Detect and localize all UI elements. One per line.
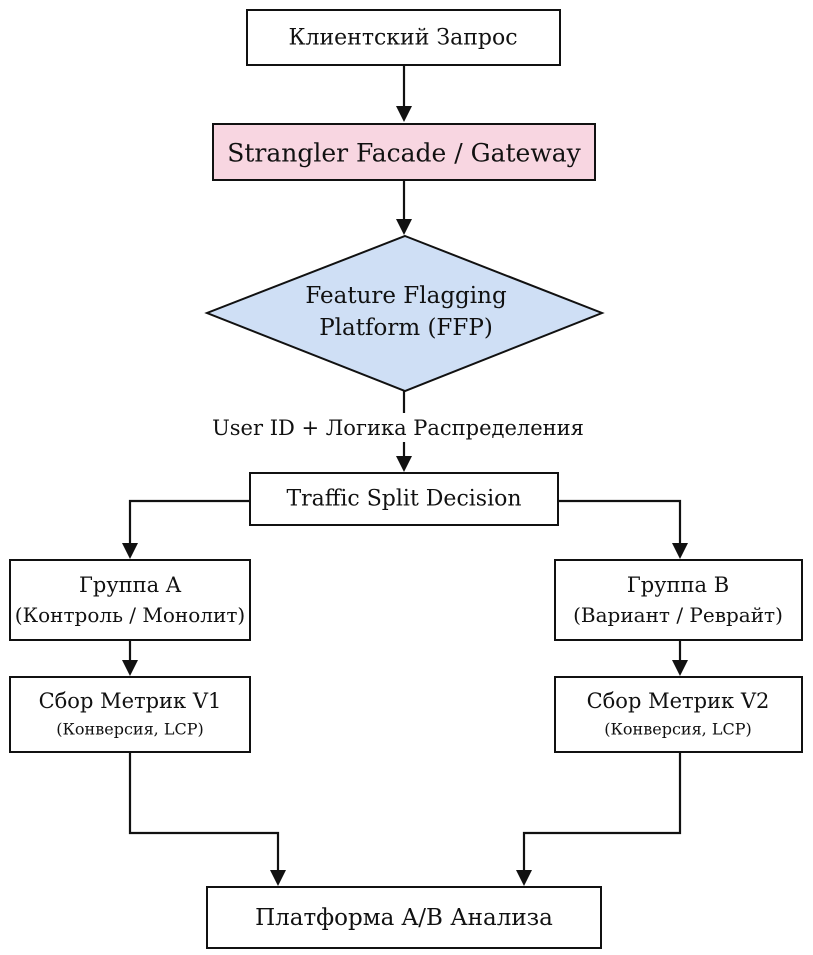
client-request-box [246, 9, 561, 66]
group-a-box [9, 559, 251, 641]
ab-platform-label: Платформа A/B Анализа [255, 905, 553, 931]
ffp-diamond [204, 234, 605, 393]
arrowhead-icon [396, 219, 412, 235]
facade-box [212, 123, 596, 181]
split-label: Traffic Split Decision [286, 487, 521, 512]
metrics-v1-node: Сбор Метрик V1 (Конверсия, LCP) [9, 676, 251, 753]
group-a-title: Группа A [79, 573, 182, 597]
metrics-v1-title: Сбор Метрик V1 [39, 689, 222, 713]
metrics-v2-box [554, 676, 803, 753]
group-b-box [554, 559, 803, 641]
ab-platform-node: Платформа A/B Анализа [206, 886, 602, 949]
arrowhead-icon [396, 456, 412, 472]
group-b-subtitle: (Вариант / Реврайт) [573, 603, 783, 627]
edge-metrics-v2-to-platform [522, 752, 682, 874]
group-a-subtitle: (Контроль / Монолит) [15, 603, 245, 627]
split-box [249, 472, 559, 526]
metrics-v1-subtitle: (Конверсия, LCP) [56, 720, 203, 739]
metrics-v2-node: Сбор Метрик V2 (Конверсия, LCP) [554, 676, 803, 753]
arrowhead-icon [396, 106, 412, 122]
metrics-v2-title: Сбор Метрик V2 [587, 689, 770, 713]
edge-metrics-v1-to-platform [128, 752, 280, 874]
connectors [122, 65, 688, 886]
client-request-label: Клиентский Запрос [288, 26, 517, 51]
split-node: Traffic Split Decision [249, 472, 559, 526]
arrowhead-icon [672, 543, 688, 559]
client-request-node: Клиентский Запрос [246, 9, 561, 66]
facade-label: Strangler Facade / Gateway [227, 139, 581, 168]
ffp-label-line2: Platform (FFP) [319, 315, 493, 341]
arrowhead-icon [516, 870, 532, 886]
facade-node: Strangler Facade / Gateway [212, 123, 596, 181]
metrics-v1-box [9, 676, 251, 753]
edge-split-to-group-b [558, 499, 682, 547]
group-b-title: Группа B [627, 573, 729, 597]
ffp-node: Feature Flagging Platform (FFP) [204, 234, 605, 393]
arrowhead-icon [672, 660, 688, 676]
metrics-v2-subtitle: (Конверсия, LCP) [604, 720, 751, 739]
group-b-node: Группа B (Вариант / Реврайт) [554, 559, 803, 641]
arrowhead-icon [122, 660, 138, 676]
ffp-label-line1: Feature Flagging [305, 283, 507, 309]
arrowhead-icon [270, 870, 286, 886]
ab-platform-box [206, 886, 602, 949]
edge-split-to-group-a [128, 499, 250, 547]
edge-label: User ID + Логика Распределения [212, 416, 584, 440]
group-a-node: Группа A (Контроль / Монолит) [9, 559, 251, 641]
arrowhead-icon [122, 543, 138, 559]
